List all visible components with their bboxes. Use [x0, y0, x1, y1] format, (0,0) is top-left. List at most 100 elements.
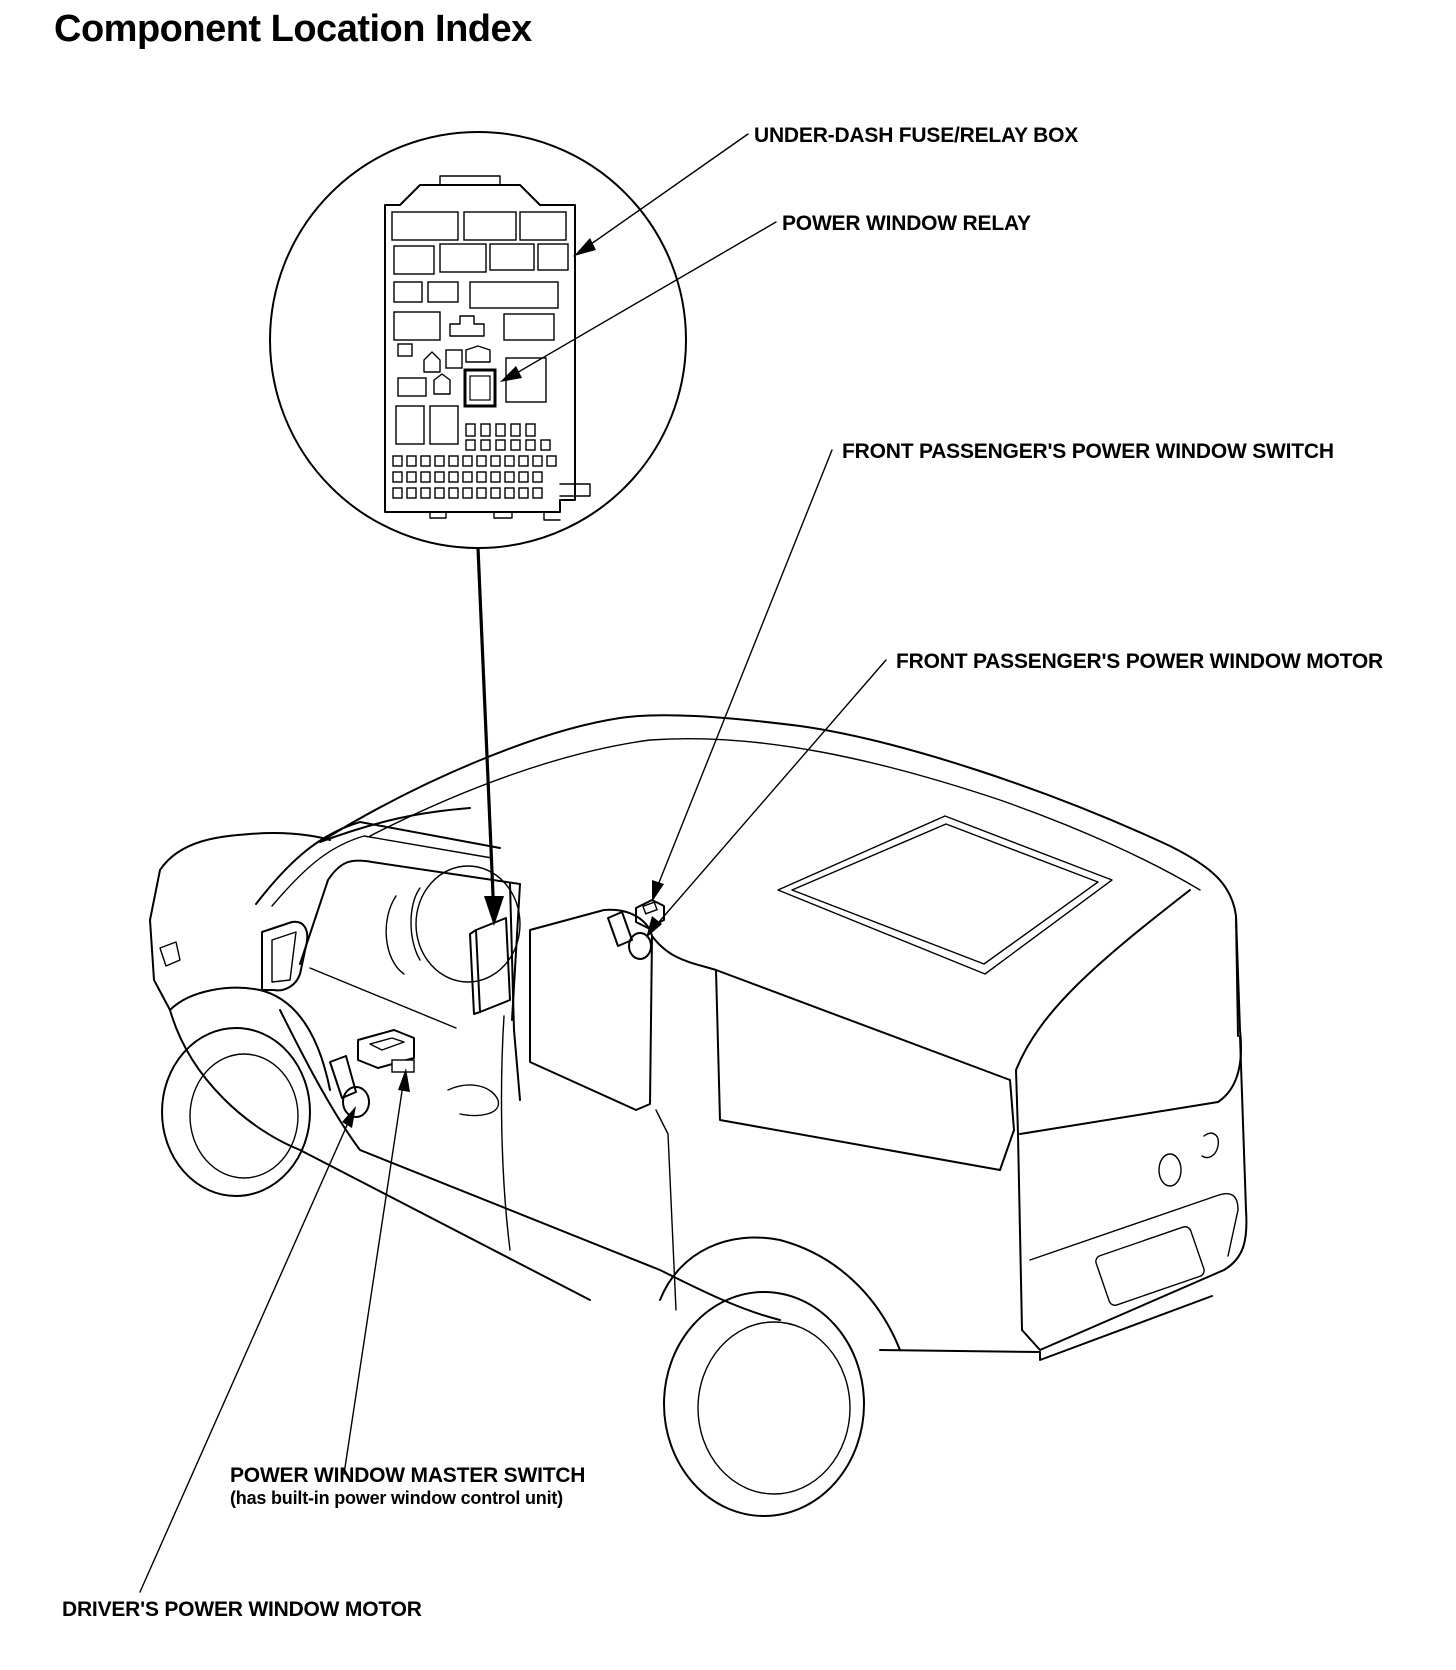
- fuse-box-bottom-tabs: [429, 511, 561, 521]
- rear-handle: [1158, 1153, 1182, 1187]
- power-window-master-switch: [357, 1029, 415, 1073]
- relay-block: [469, 281, 559, 309]
- fuse: [540, 439, 551, 451]
- label-power-window-master-switch: POWER WINDOW MASTER SWITCH (has built-in…: [230, 1464, 585, 1508]
- fuse: [480, 439, 491, 451]
- relay-block: [439, 243, 487, 273]
- door-handle-front: [447, 1084, 500, 1117]
- front-rim: [189, 1053, 299, 1179]
- leader-power-window-relay: [507, 221, 777, 379]
- detail-magnifier-circle: [269, 131, 687, 549]
- relay-block: [391, 211, 459, 241]
- fuse-row: [392, 471, 543, 483]
- rear-door-window: [529, 908, 653, 1111]
- sunroof-inner: [791, 823, 1099, 965]
- arrowhead: [652, 880, 664, 902]
- leader-master-switch: [343, 1077, 405, 1475]
- driver-window-frame: [299, 859, 521, 1021]
- hood-top: [159, 832, 331, 871]
- relay-block: [465, 345, 491, 363]
- rear-lamp: [1201, 1132, 1219, 1159]
- fuse: [510, 439, 521, 451]
- page-title: Component Location Index: [54, 8, 532, 50]
- roof-outline: [319, 714, 1239, 1037]
- relay-block: [427, 281, 459, 303]
- a-pillar: [255, 821, 501, 905]
- arrowhead: [398, 1068, 410, 1092]
- arrowhead: [500, 366, 522, 382]
- arrowhead: [484, 896, 504, 926]
- rear-quarter-window: [715, 969, 1015, 1171]
- rear-bumper-line: [1029, 1192, 1239, 1261]
- side-mirror-glass: [271, 931, 297, 983]
- leader-passenger-switch: [655, 449, 833, 891]
- rear-wheel-arch: [659, 1236, 901, 1351]
- leader-passenger-motor: [651, 659, 887, 931]
- arrowhead: [646, 916, 662, 938]
- relay-block: [537, 243, 569, 271]
- fuse-grid: [392, 423, 557, 499]
- rear-rim: [697, 1321, 851, 1495]
- fuse-row: [392, 455, 557, 467]
- front-lamp-marker: [159, 941, 181, 967]
- front-wheel-arch: [169, 986, 331, 1091]
- c-pillar: [651, 935, 717, 971]
- front-passenger-power-window-motor: [607, 911, 652, 960]
- front-fascia: [149, 869, 171, 1011]
- driver-power-window-motor: [329, 1055, 370, 1118]
- under-dash-fuse-box-in-vehicle: [469, 917, 511, 1015]
- b-pillar: [509, 883, 521, 1101]
- rear-pillar: [1015, 889, 1191, 1135]
- label-driver-power-window-motor: DRIVER'S POWER WINDOW MOTOR: [62, 1598, 422, 1621]
- side-mirror: [261, 920, 309, 992]
- fuse: [510, 423, 521, 437]
- rear-tire: [663, 1291, 865, 1517]
- seat-back: [385, 887, 421, 975]
- fuse-box-top-tab: [439, 175, 501, 186]
- driver-window-sill: [309, 967, 457, 1029]
- master-switch-note: (has built-in power window control unit): [230, 1488, 563, 1508]
- relay-block: [423, 351, 441, 373]
- relay-block: [505, 357, 547, 403]
- fuse-box-side-tab: [559, 483, 591, 497]
- fuse: [525, 423, 536, 437]
- body-side-crease: [279, 1009, 781, 1321]
- leader-detail-to-vehicle: [476, 547, 496, 919]
- relay-block: [395, 405, 425, 445]
- relay-block: [393, 281, 423, 303]
- roof-inner-line: [369, 737, 1201, 891]
- relay-block: [393, 311, 441, 341]
- relay-block: [397, 377, 427, 397]
- relay-block: [445, 349, 463, 369]
- fuse: [465, 439, 476, 451]
- license-plate-area: [1095, 1226, 1205, 1306]
- rear-door-rear-seam: [655, 1109, 677, 1311]
- label-front-passenger-power-window-motor: FRONT PASSENGER'S POWER WINDOW MOTOR: [896, 650, 1384, 673]
- a-pillar-inner: [271, 835, 493, 907]
- arrowhead: [574, 238, 596, 256]
- relay-block: [463, 211, 517, 241]
- fuse: [465, 423, 476, 437]
- relay-block: [489, 243, 535, 271]
- sunroof: [777, 815, 1113, 975]
- fuse-row: [392, 487, 543, 499]
- label-front-passenger-power-window-switch: FRONT PASSENGER'S POWER WINDOW SWITCH: [842, 440, 1334, 463]
- front-tire: [161, 1027, 311, 1197]
- leader-lines: [139, 133, 887, 1593]
- master-switch-title: POWER WINDOW MASTER SWITCH: [230, 1464, 586, 1487]
- arrowhead: [342, 1106, 356, 1128]
- relay-block: [433, 373, 451, 395]
- label-power-window-relay: POWER WINDOW RELAY: [782, 212, 1031, 235]
- fuse-box-outline: [384, 184, 576, 513]
- leader-fuse-relay-box: [573, 133, 749, 257]
- fuse-box-detail-view: [269, 131, 687, 549]
- relay-block: [503, 313, 555, 341]
- relay-block: [397, 343, 413, 357]
- fuse: [480, 423, 491, 437]
- rear-panel: [1017, 1035, 1248, 1351]
- vehicle-body: [149, 714, 1248, 1517]
- label-under-dash-fuse-relay-box: UNDER-DASH FUSE/RELAY BOX: [754, 124, 1079, 147]
- fuse: [525, 439, 536, 451]
